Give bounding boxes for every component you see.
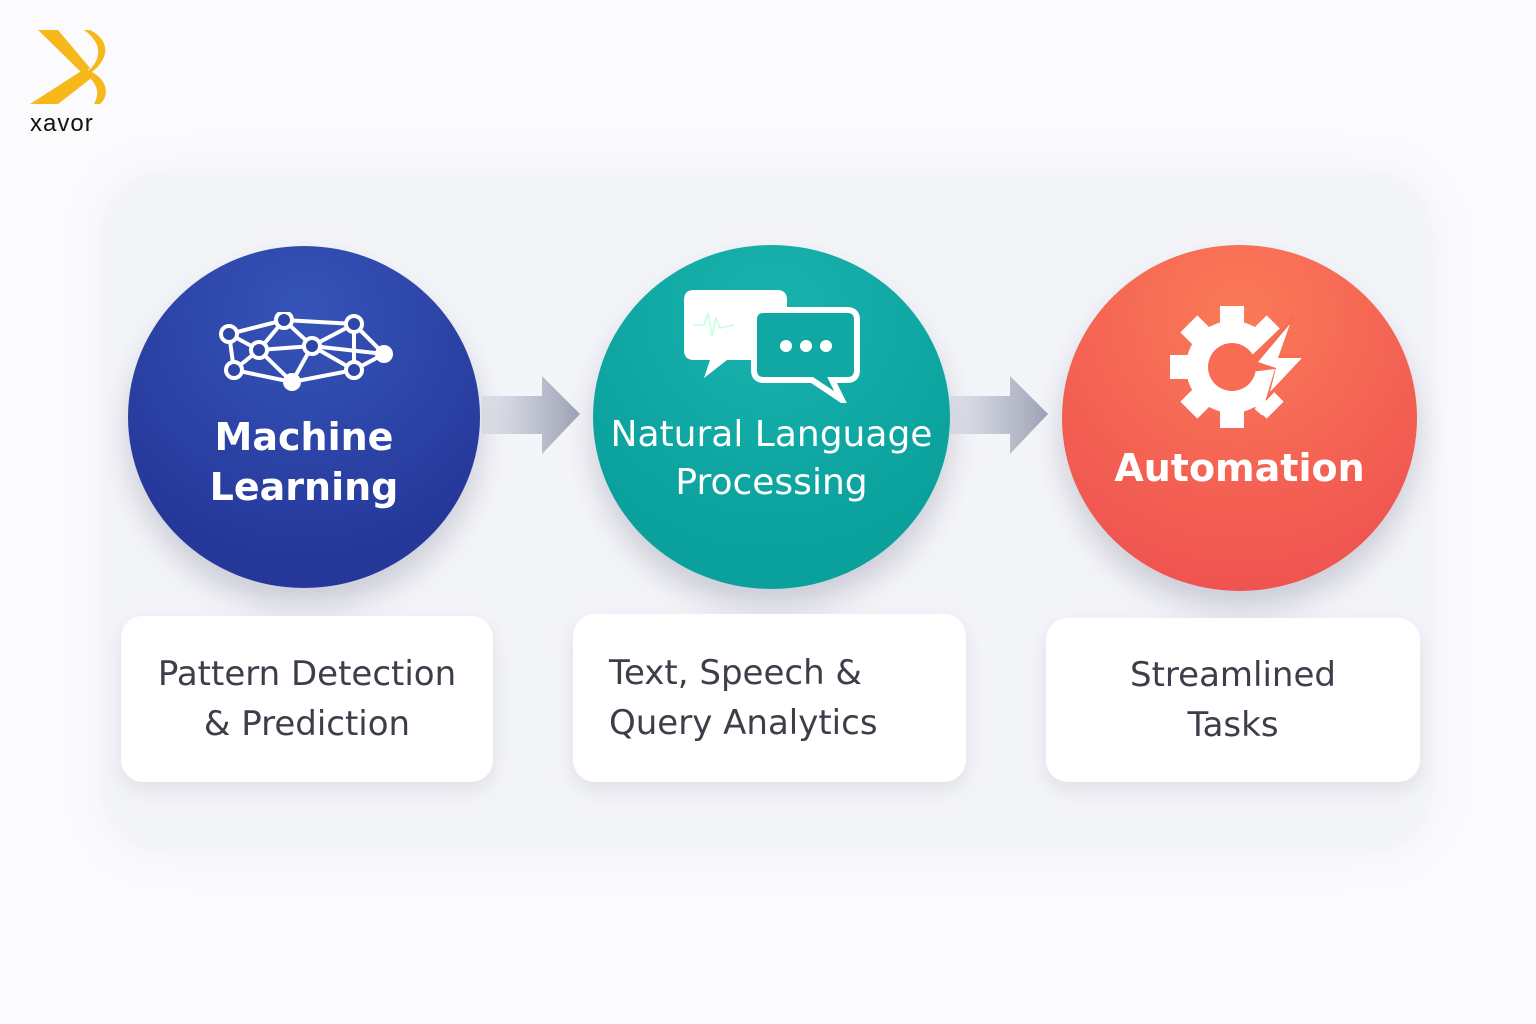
caption-card: Text, Speech & Query Analytics: [573, 614, 966, 782]
caption-text: Text, Speech &: [609, 653, 862, 693]
caption-text: & Prediction: [203, 704, 411, 744]
neural-network-icon: [219, 312, 393, 391]
step-title: Processing: [675, 461, 868, 503]
step-nlp: Natural Language Processing: [593, 245, 950, 589]
caption-card: Pattern Detection & Prediction: [121, 616, 493, 782]
step-title: Automation: [1114, 445, 1365, 490]
caption-text: Tasks: [1187, 705, 1279, 745]
step-automation: Automation: [1062, 245, 1417, 591]
caption-text: Query Analytics: [609, 703, 878, 743]
caption-text: Streamlined: [1130, 655, 1336, 695]
chat-bubbles-icon: [683, 289, 860, 403]
step-title: Natural Language: [610, 413, 933, 455]
arrow-right-icon: [482, 376, 580, 454]
step-machine-learning: Machine Learning: [128, 246, 480, 588]
arrow-right-icon: [950, 376, 1048, 454]
step-title: Machine: [214, 415, 394, 459]
caption-text: Pattern Detection: [157, 654, 457, 694]
step-title: Learning: [209, 465, 399, 509]
gear-lightning-icon: [1169, 305, 1310, 428]
brand-name: xavor: [30, 110, 94, 137]
xavor-logo-icon: [30, 30, 106, 104]
